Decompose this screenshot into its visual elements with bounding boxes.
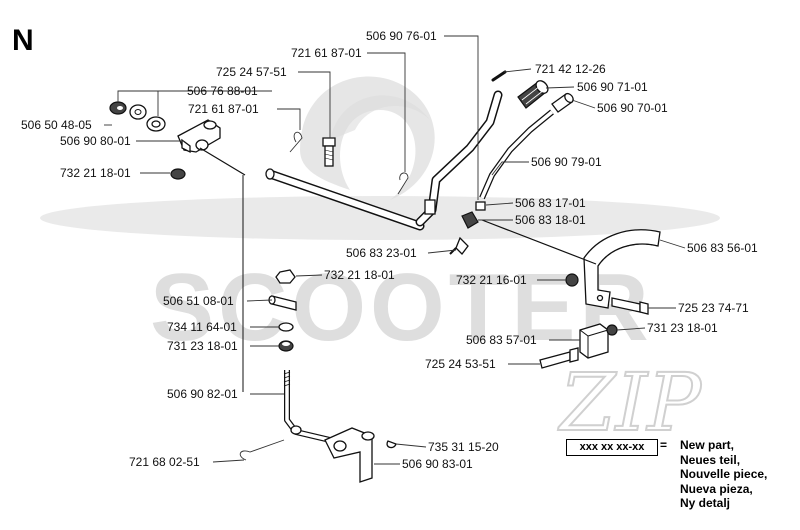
- lower-bracket: [324, 427, 375, 483]
- leader-lines: [104, 35, 686, 465]
- label-506-83-57-01: 506 83 57-01: [466, 333, 537, 347]
- label-506-90-76-01: 506 90 76-01: [366, 29, 437, 43]
- label-506-83-56-01: 506 83 56-01: [687, 241, 758, 255]
- cotter-pin-left: [289, 131, 303, 153]
- threaded-link-rod: [283, 370, 331, 443]
- parts-drawings: [109, 70, 661, 483]
- legend-equals: =: [660, 438, 668, 452]
- bolt-horizontal-upper: [611, 297, 649, 315]
- part-labels: 506 90 76-01 721 61 87-01 725 24 57-51 5…: [21, 29, 758, 471]
- label-506-83-18-01: 506 83 18-01: [515, 213, 586, 227]
- label-725-23-74-71: 725 23 74-71: [678, 301, 749, 315]
- label-506-90-82-01: 506 90 82-01: [167, 387, 238, 401]
- label-721-68-02-51: 721 68 02-51: [129, 455, 200, 469]
- bolt-horizontal-lower: [539, 347, 579, 369]
- label-731-23-18-01-a: 731 23 18-01: [647, 321, 718, 335]
- spring-clip: [239, 439, 285, 461]
- legend-line-es: Nueva pieza,: [680, 481, 753, 496]
- label-506-90-79-01: 506 90 79-01: [531, 155, 602, 169]
- rod-clamp-block: [461, 211, 479, 229]
- main-shaft: [265, 168, 425, 231]
- clamp-block: [579, 323, 609, 359]
- watermark-zip-script: ZIP: [557, 356, 702, 449]
- pin-part: [491, 70, 507, 82]
- shaft-bolt-small: [449, 236, 469, 255]
- nut-lower-left: [278, 340, 294, 352]
- legend-code-box: xxx xx xx-xx: [566, 439, 658, 456]
- label-735-31-15-20: 735 31 15-20: [428, 440, 499, 454]
- flange-nut: [565, 273, 579, 287]
- control-rod: [479, 109, 554, 200]
- watermark: SCOOTER ZIP: [40, 76, 720, 450]
- label-734-11-64-01: 734 11 64-01: [167, 320, 237, 334]
- label-506-83-17-01: 506 83 17-01: [515, 196, 586, 210]
- notched-quadrant: [583, 229, 661, 309]
- lock-nut-upper: [170, 168, 186, 180]
- label-506-90-70-01: 506 90 70-01: [597, 101, 668, 115]
- small-grip: [551, 92, 574, 113]
- label-721-42-12-26: 721 42 12-26: [535, 62, 606, 76]
- section-letter: N: [12, 24, 34, 57]
- legend-line-en: New part,: [680, 438, 735, 452]
- label-506-76-88-01: 506 76 88-01: [187, 84, 258, 98]
- retaining-clip: [386, 440, 397, 449]
- legend-line-de: Neues teil,: [680, 452, 741, 467]
- nut-right: [606, 324, 618, 336]
- label-506-83-23-01: 506 83 23-01: [346, 246, 417, 260]
- label-725-24-57-51: 725 24 57-51: [216, 65, 287, 79]
- handle-grip: [517, 80, 549, 109]
- label-506-50-48-05: 506 50 48-05: [21, 118, 92, 132]
- label-732-21-16-01: 732 21 16-01: [456, 273, 527, 287]
- label-506-90-80-01: 506 90 80-01: [60, 134, 131, 148]
- label-721-61-87-01-a: 721 61 87-01: [291, 46, 362, 60]
- label-725-24-53-51: 725 24 53-51: [425, 357, 496, 371]
- spring-washer: [278, 322, 294, 332]
- lever-arm: [415, 90, 503, 227]
- bushing-set: [109, 101, 166, 132]
- legend-line-fr: Nouvelle piece,: [680, 467, 768, 481]
- label-506-90-83-01: 506 90 83-01: [402, 457, 473, 471]
- label-506-51-08-01: 506 51 08-01: [163, 294, 234, 308]
- watermark-scooter-text: SCOOTER: [150, 254, 653, 361]
- pivot-bracket: [177, 119, 221, 154]
- label-721-61-87-01-b: 721 61 87-01: [188, 102, 259, 116]
- legend-line-sv: Ny detalj: [680, 496, 731, 510]
- bolt-vertical: [322, 137, 336, 167]
- label-731-23-18-01-b: 731 23 18-01: [167, 339, 238, 353]
- label-732-21-18-01-a: 732 21 18-01: [60, 166, 131, 180]
- small-nut-part: [475, 201, 486, 211]
- label-506-90-71-01: 506 90 71-01: [577, 80, 648, 94]
- legend-new-part-list: New part, Neues teil, Nouvelle piece, Nu…: [680, 438, 767, 511]
- label-732-21-18-01-b: 732 21 18-01: [324, 268, 395, 282]
- lock-nut-middle: [275, 269, 296, 284]
- cotter-pin-right: [397, 172, 409, 195]
